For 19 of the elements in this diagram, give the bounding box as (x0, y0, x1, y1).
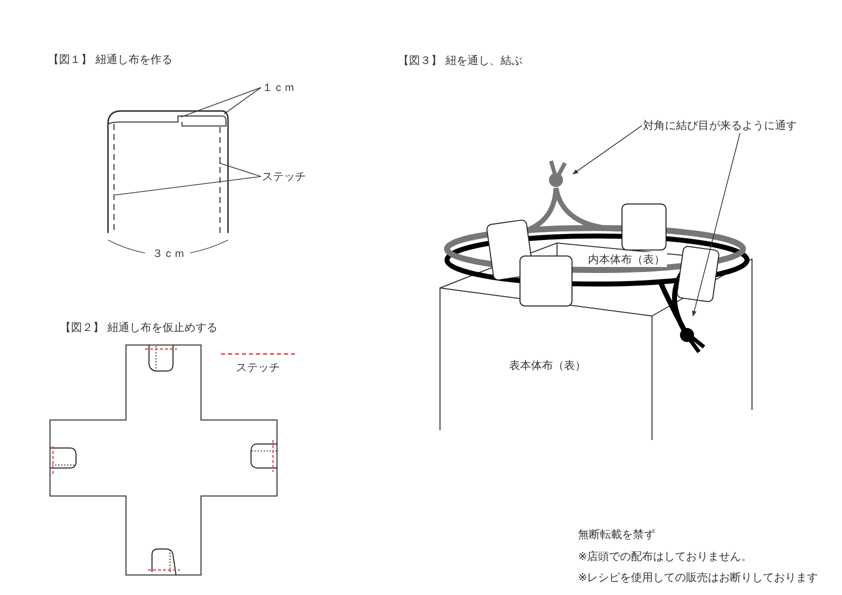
footnote: ※店頭での配布はしておりません。 (578, 550, 752, 563)
leader-arrow (692, 132, 740, 317)
part-label: 表本体布（表） (509, 359, 586, 372)
figure-heading: 【図３】 紐を通し、結ぶ (398, 54, 522, 67)
leader-arrow (572, 125, 642, 174)
figure-heading: 【図１】 紐通し布を作る (48, 53, 172, 66)
figure-heading: 【図２】 紐通し布を仮止めする (60, 321, 218, 334)
part-label: 内本体布（表） (586, 252, 667, 267)
footnote: ※レシピを使用しての販売はお断りしております (578, 571, 818, 584)
leader-line (114, 176, 262, 196)
legend-label: ステッチ (236, 361, 280, 374)
dimension-label: １ｃｍ (262, 81, 295, 94)
leader-line (180, 87, 262, 118)
leader-line (218, 162, 262, 177)
copyright-note: 無断転載を禁ず (578, 528, 655, 541)
dimension-label: ３ｃｍ (152, 247, 185, 260)
instruction-note: 対角に結び目が来るように通す (643, 119, 797, 132)
stitch-label: ステッチ (262, 170, 306, 183)
leader-line (224, 87, 262, 114)
